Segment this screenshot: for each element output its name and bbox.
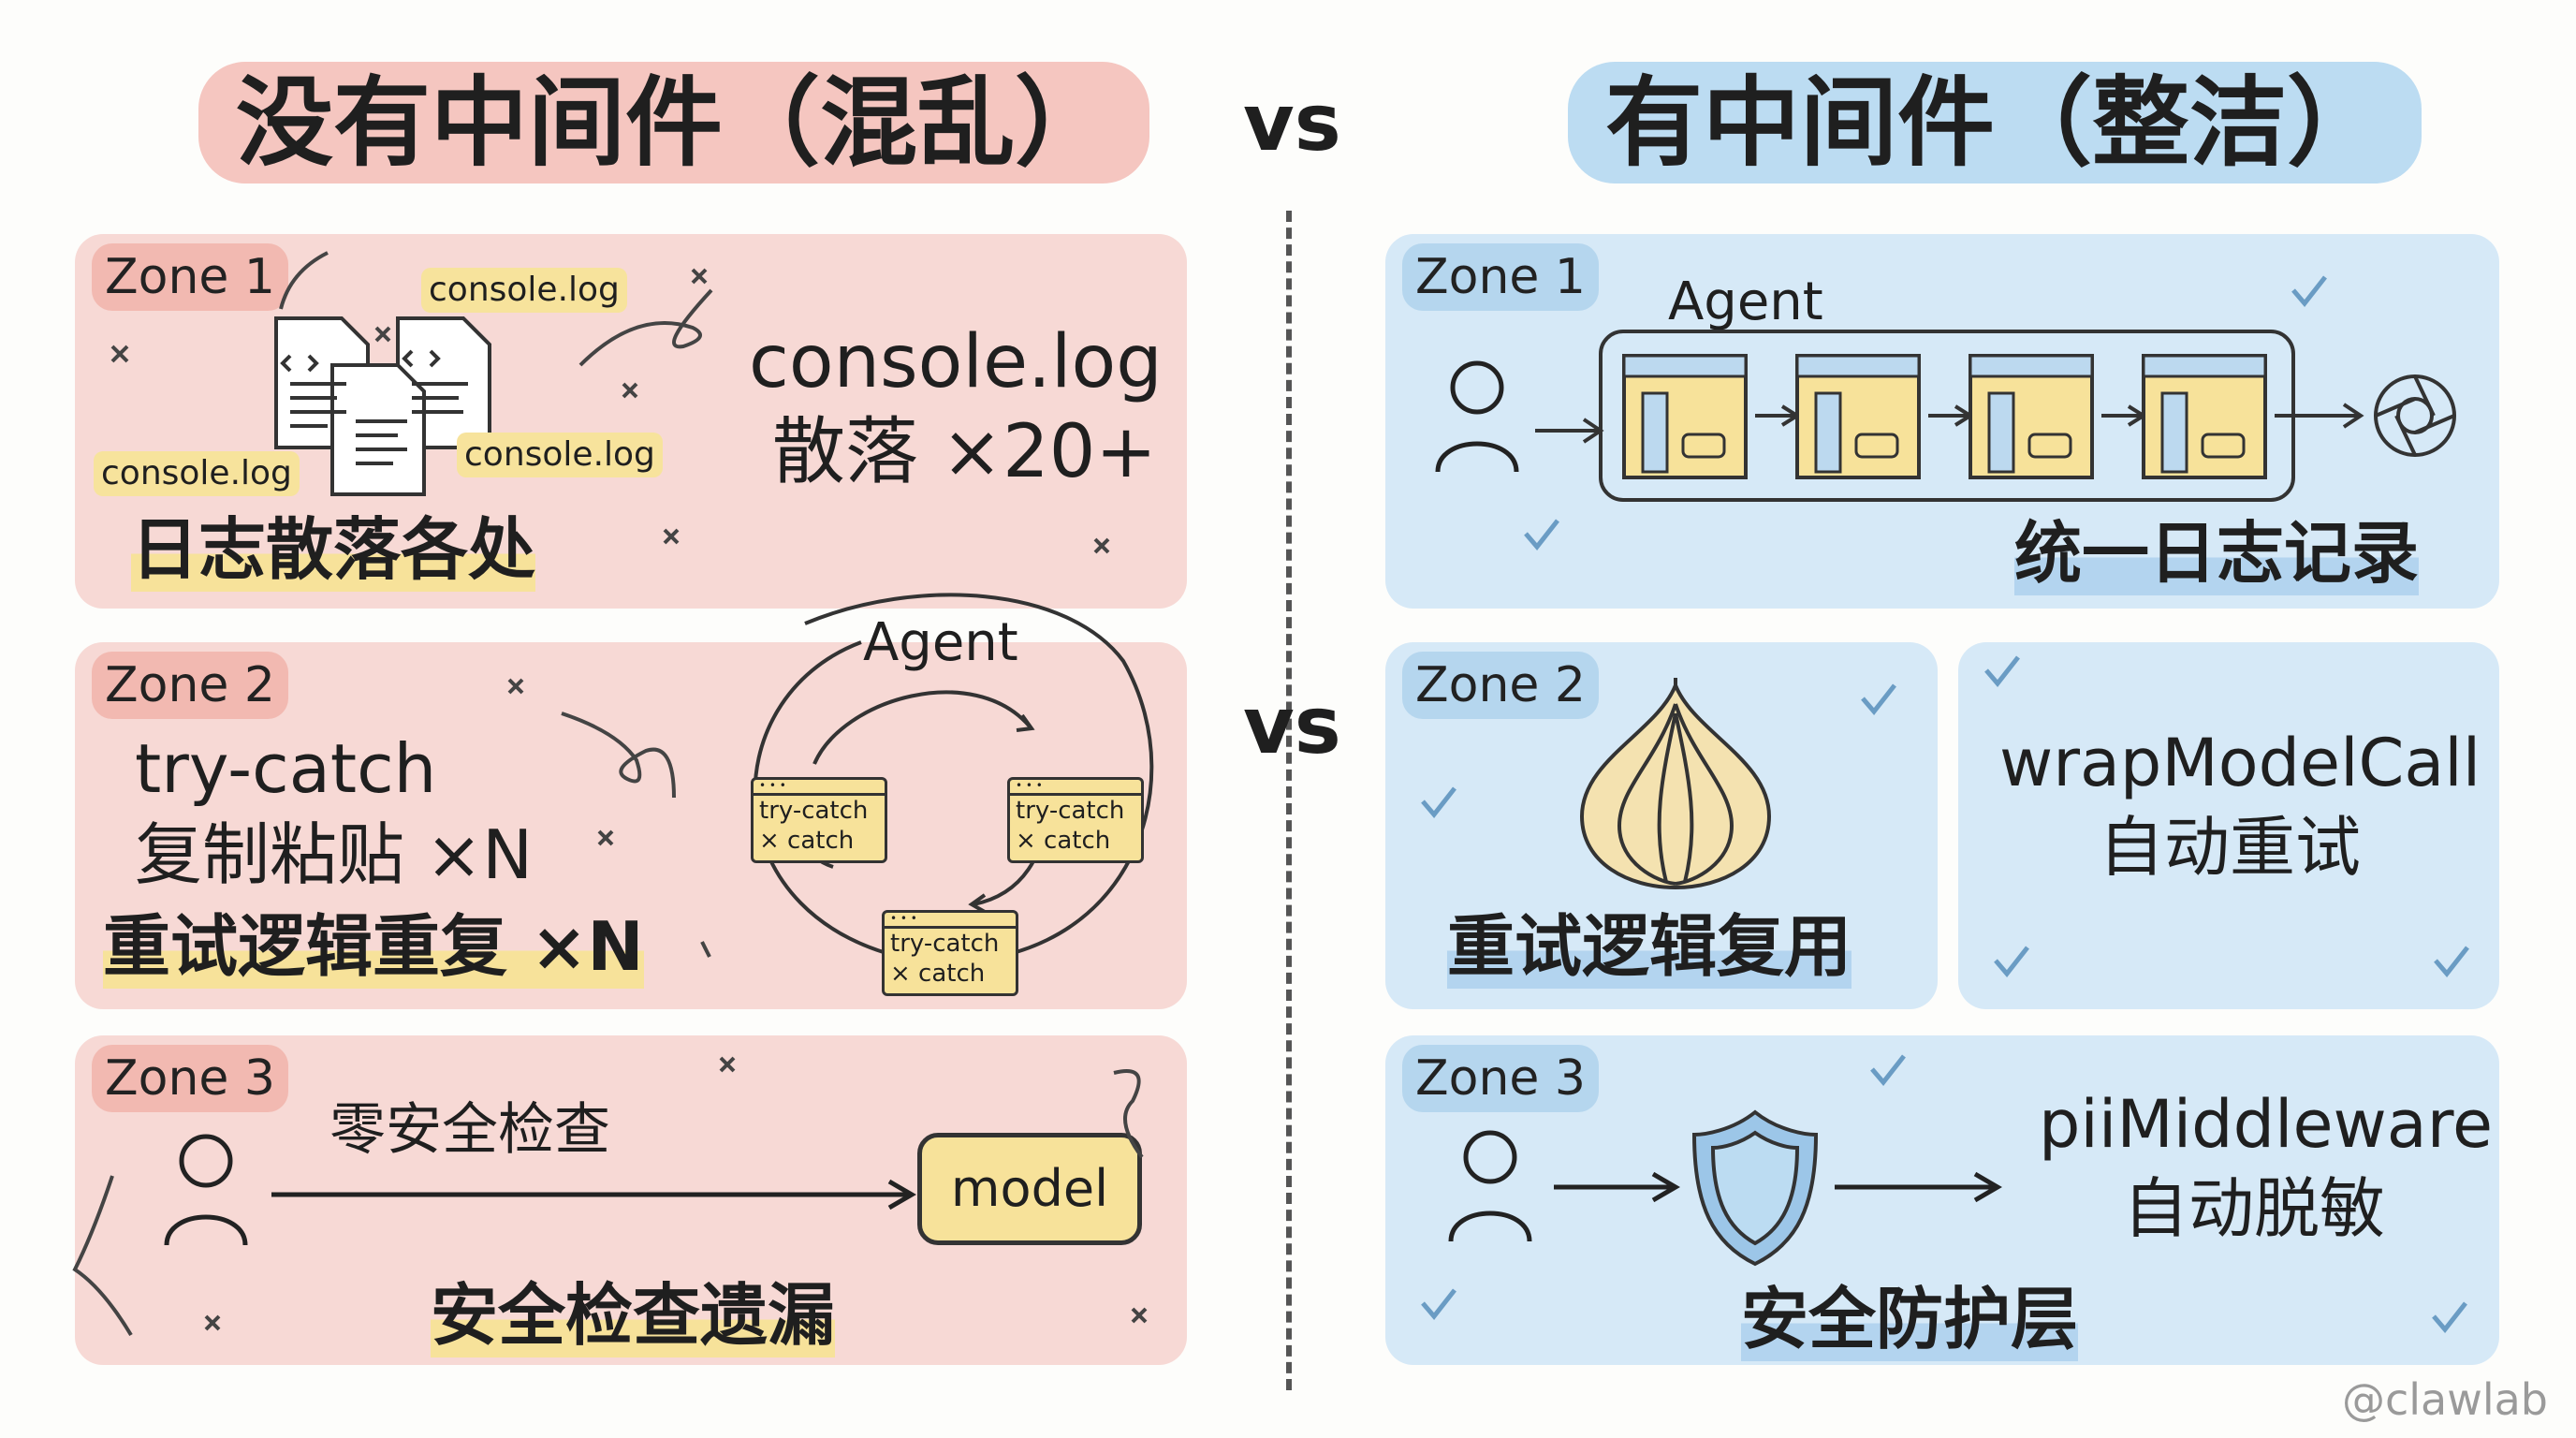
agent-label: Agent [863, 612, 1018, 673]
user-icon [164, 1134, 248, 1246]
onion-icon [1579, 678, 1772, 890]
zone-tag: Zone 1 [1402, 243, 1599, 311]
center-divider [1286, 211, 1292, 1390]
vs-top-label: vs [1243, 77, 1341, 169]
left-zone1-panel: Zone 1 console.log console.log console.l… [75, 234, 1187, 609]
wrap-model-call-text: wrapModelCall [1999, 725, 2481, 801]
agent-label: Agent [1668, 271, 1823, 332]
left-zone3-caption: 安全检查遗漏 [431, 1273, 836, 1357]
watermark: @clawlab [2341, 1374, 2548, 1425]
try-catch-box: • • • try-catch × catch [751, 777, 887, 863]
pii-middleware-text: piiMiddleware [2039, 1086, 2494, 1163]
checkmark-decoration [1421, 683, 1896, 818]
try-catch-box-line1: try-catch [890, 930, 1000, 958]
try-catch-box-line1: try-catch [759, 797, 869, 825]
right-zone2-panel: Zone 2 重试逻辑复用 [1385, 642, 1938, 1009]
arrow-to-model [271, 1179, 916, 1211]
left-zone1-caption: 日志散落各处 [131, 507, 536, 592]
scribble-decoration [507, 678, 711, 958]
console-log-tag: console.log [457, 433, 663, 477]
left-zone2-panel: Zone 2 try-catch 复制粘贴 ×N 重试逻辑重复 ×N Agent… [75, 593, 1187, 1009]
checkmark-decoration [1984, 655, 2469, 977]
try-catch-box-line1: try-catch [1016, 797, 1125, 825]
copy-paste-text: 复制粘贴 ×N [135, 815, 534, 894]
try-catch-box: • • • try-catch × catch [1007, 777, 1144, 863]
user-icon [1448, 1130, 1532, 1242]
try-catch-box: • • • try-catch × catch [882, 910, 1018, 996]
zone-tag: Zone 1 [92, 243, 288, 311]
right-zone3-panel: Zone 3 piiMiddleware 自动脱敏 安全防护层 [1385, 1035, 2499, 1365]
try-catch-box-line2: × catch [890, 960, 986, 988]
scatter-count-text: 散落 ×20+ [772, 410, 1157, 494]
right-zone2-caption: 重试逻辑复用 [1447, 904, 1852, 989]
right-title: 有中间件（整洁） [1568, 62, 2422, 183]
right-zone1-caption: 统一日志记录 [2014, 511, 2420, 595]
middleware-pipeline-diagram [1535, 330, 2456, 502]
auto-desensitize-text: 自动脱敏 [2123, 1170, 2385, 1247]
zero-check-label: 零安全检查 [329, 1097, 610, 1163]
code-files-icon [274, 316, 491, 496]
console-log-heading: console.log [749, 320, 1163, 404]
left-title: 没有中间件（混乱） [198, 62, 1150, 183]
vs-middle-label: vs [1243, 680, 1341, 771]
shield-flow-diagram [1554, 1109, 2002, 1267]
try-catch-text: try-catch [135, 729, 437, 808]
console-log-tag: console.log [421, 268, 627, 313]
user-icon [1435, 360, 1519, 473]
right-zone1-panel: Zone 1 Agent [1385, 234, 2499, 609]
try-catch-box-line2: × catch [759, 827, 855, 855]
left-zone2-caption: 重试逻辑重复 ×N [103, 904, 644, 989]
console-log-tag: console.log [94, 451, 300, 496]
left-zone3-panel: Zone 3 零安全检查 model 安全检查遗漏 [72, 1035, 1187, 1365]
zone-tag: Zone 2 [92, 652, 288, 719]
auto-retry-text: 自动重试 [2099, 809, 2361, 886]
model-box: model [917, 1133, 1142, 1245]
zone-tag: Zone 3 [1402, 1045, 1599, 1112]
right-zone3-caption: 安全防护层 [1741, 1277, 2079, 1361]
wrap-model-call-panel: wrapModelCall 自动重试 [1958, 642, 2499, 1009]
zone-tag: Zone 2 [1402, 652, 1599, 719]
checkmark-decoration [1421, 1054, 2467, 1333]
try-catch-box-line2: × catch [1016, 827, 1111, 855]
scribble-decoration [72, 1056, 1148, 1337]
zone-tag: Zone 3 [92, 1045, 288, 1112]
checkmark-decoration [1524, 275, 2327, 550]
scribble-decoration [110, 251, 1110, 554]
